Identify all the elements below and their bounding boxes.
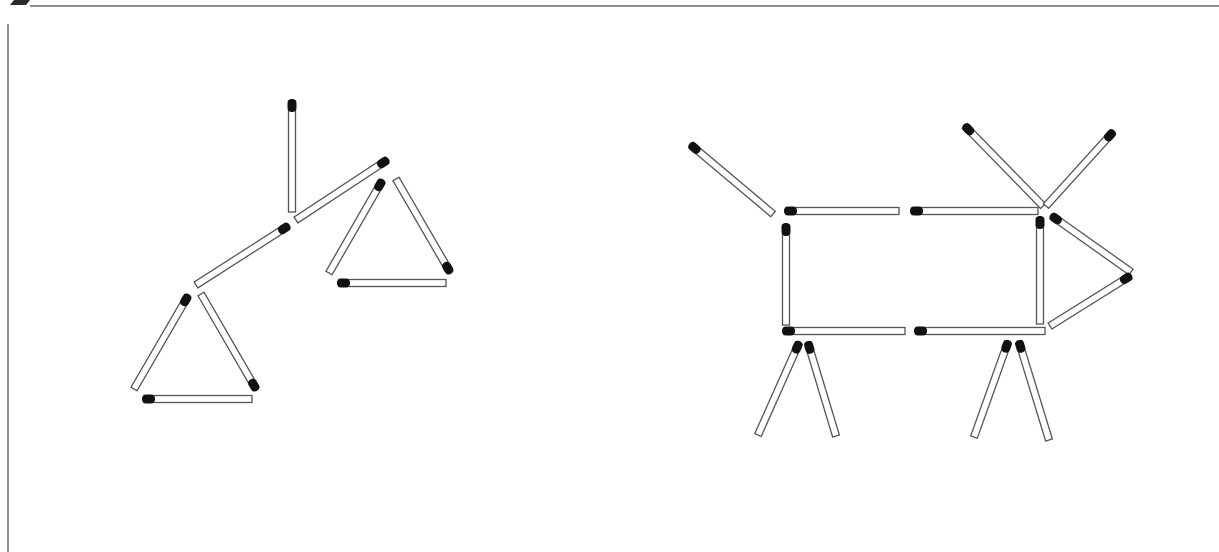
matchstick-head — [288, 99, 297, 112]
matchstick-head — [782, 223, 791, 236]
matchstick-stem — [339, 280, 446, 287]
matchstick-stem — [1016, 341, 1053, 441]
matchstick-animal-head-top — [1048, 211, 1134, 275]
matchstick-stem — [784, 328, 905, 335]
matchstick-animal-rear-leg-2 — [803, 340, 840, 438]
matchstick-stem — [393, 177, 453, 274]
matchstick-stem — [194, 223, 290, 288]
matchstick-animal-horn-right — [1043, 127, 1118, 209]
matchstick-animal-belly-left — [782, 327, 905, 336]
matchstick-animal-back-left — [784, 207, 899, 216]
matchstick-animal-front-leg-1 — [970, 339, 1013, 439]
matchstick-head — [782, 327, 795, 336]
matchstick-animal-head-bottom — [1048, 271, 1134, 330]
matchstick-animal-rear-side — [782, 223, 791, 325]
matchstick-balance-scale-beam-left — [194, 221, 293, 289]
matchstick-stem — [755, 342, 802, 437]
matchstick-stem — [131, 294, 191, 391]
matchstick-head — [337, 279, 350, 288]
matchstick-animal-front-leg-2 — [1014, 339, 1053, 442]
matchstick-stem — [916, 328, 1045, 335]
matchstick-balance-scale-left-pan-base — [142, 395, 252, 404]
animal-figure — [687, 121, 1135, 441]
matchstick-stem — [783, 225, 790, 325]
matchstick-balance-scale-post — [288, 99, 297, 212]
matchstick-stem — [144, 396, 252, 403]
matchstick-balance-scale-right-pan-base — [337, 279, 446, 288]
matchstick-stem — [786, 208, 899, 215]
matchstick-head — [784, 207, 797, 216]
matchstick-stem — [1037, 218, 1044, 324]
balance-scale-figure — [130, 99, 455, 404]
matchstick-head — [1036, 216, 1045, 229]
matchstick-stem — [689, 142, 776, 216]
matchstick-stem — [1043, 130, 1115, 209]
matchstick-animal-back-right — [910, 207, 1038, 216]
matchstick-head — [910, 207, 923, 216]
matchstick-animal-tail — [687, 140, 776, 217]
matchstick-animal-belly-right — [914, 327, 1045, 336]
corner-fragment — [10, 0, 30, 5]
matchstick-stem — [962, 124, 1045, 209]
matchstick-animal-front-side — [1036, 216, 1045, 324]
matchstick-head — [914, 327, 927, 336]
matchstick-stem — [805, 342, 840, 437]
matchstick-stem — [912, 208, 1038, 215]
matchstick-stem — [1050, 213, 1133, 275]
matchstick-animal-horn-left — [960, 121, 1046, 209]
matchstick-animal-rear-leg-1 — [754, 339, 804, 436]
matchstick-stem — [971, 341, 1012, 438]
matchstick-balance-scale-left-pan-right-side — [197, 292, 261, 393]
matchstick-stem — [289, 101, 296, 212]
matchstick-stem — [198, 292, 259, 391]
matchstick-balance-scale-right-pan-right-side — [392, 177, 455, 276]
matchstick-balance-scale-left-pan-left-side — [130, 292, 193, 391]
matchstick-head — [142, 395, 155, 404]
matchstick-stem — [1048, 273, 1132, 329]
